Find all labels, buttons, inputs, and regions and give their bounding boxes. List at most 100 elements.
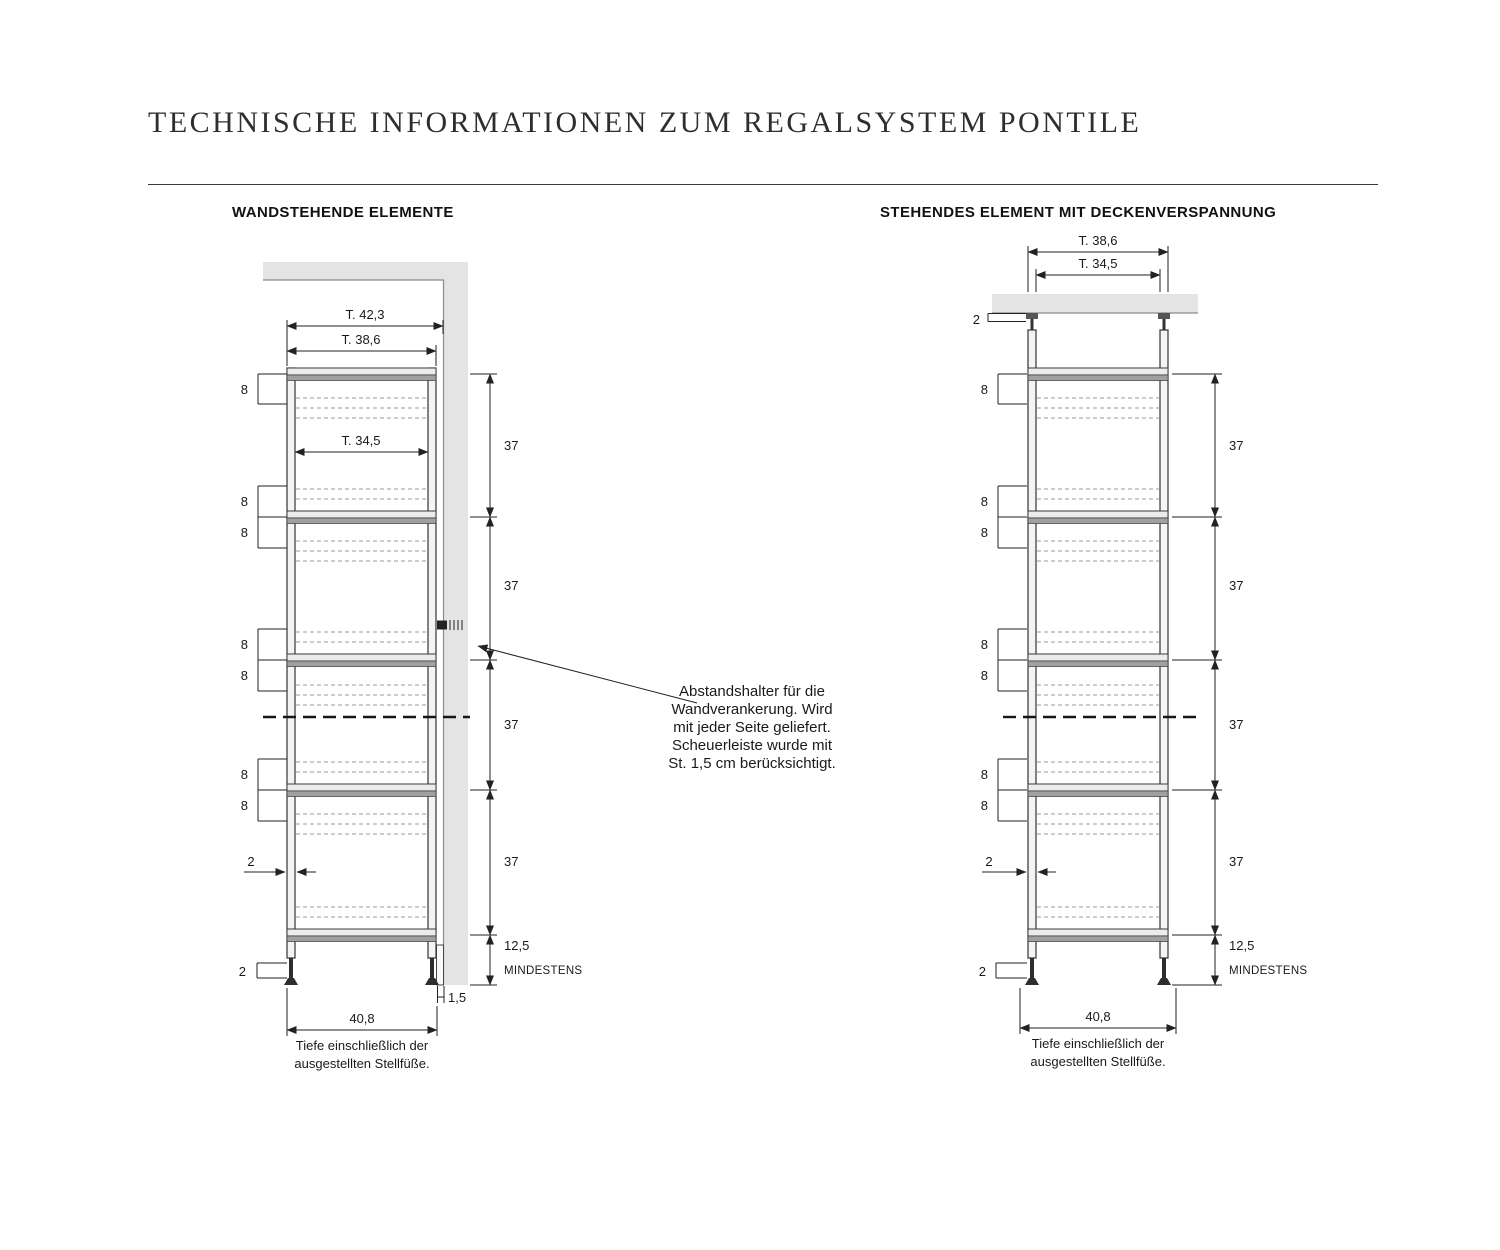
dim-label-t345: T. 34,5 xyxy=(1078,256,1117,271)
dim-depth-345: T. 34,5 xyxy=(294,433,429,456)
dim-label-8: 8 xyxy=(241,668,248,683)
dim-37-chain: 37 37 37 37 12,5 MINDESTENS xyxy=(1172,373,1307,986)
dim-label-408: 40,8 xyxy=(1085,1009,1110,1024)
dim-depth-345: T. 34,5 xyxy=(1035,256,1161,292)
caption-line-1: Tiefe einschließlich der xyxy=(1032,1036,1165,1051)
dim-label-125: 12,5 xyxy=(504,938,529,953)
dim-overall-depth: 40,8 Tiefe einschließlich der ausgestell… xyxy=(286,988,438,1071)
shelf xyxy=(286,653,437,667)
dim-label-2: 2 xyxy=(247,854,254,869)
annotation-line-5: St. 1,5 cm berücksichtigt. xyxy=(668,755,836,772)
ceiling-band xyxy=(992,294,1198,313)
adjustable-foot xyxy=(1025,958,1039,985)
hole-lines xyxy=(295,540,428,562)
hole-lines xyxy=(1036,488,1160,500)
ceiling-section xyxy=(992,294,1198,314)
hole-lines xyxy=(295,631,428,643)
dim-label-8: 8 xyxy=(981,798,988,813)
dim-label-mindestens: MINDESTENS xyxy=(504,965,582,977)
shelf xyxy=(1027,367,1169,381)
adjustable-foot xyxy=(284,958,298,985)
dim-foot-height: 2 xyxy=(239,962,287,979)
dim-label-15: 1,5 xyxy=(448,990,466,1005)
dim-label-8: 8 xyxy=(241,798,248,813)
right-diagram: T. 38,6 T. 34,5 2 xyxy=(973,233,1307,1069)
annotation-line-4: Scheuerleiste wurde mit xyxy=(672,737,833,754)
dim-foot-height: 2 xyxy=(979,962,1027,979)
annotation-line-2: Wandverankerung. Wird xyxy=(671,701,832,718)
wall-inner-face xyxy=(263,279,445,985)
dim-skirting: 1,5 xyxy=(437,986,466,1005)
dim-label-408: 40,8 xyxy=(349,1011,374,1026)
wall-band xyxy=(444,262,468,985)
dim-label-8: 8 xyxy=(241,525,248,540)
dim-label-8: 8 xyxy=(981,382,988,397)
hole-lines xyxy=(1036,631,1160,643)
dim-label-37: 37 xyxy=(504,578,518,593)
dim-label-t386: T. 38,6 xyxy=(1078,233,1117,248)
dim-label-37: 37 xyxy=(504,717,518,732)
dim-label-8: 8 xyxy=(241,494,248,509)
ceiling-brace xyxy=(1026,313,1038,319)
post-left xyxy=(1027,329,1037,959)
dim-label-mindestens: MINDESTENS xyxy=(1229,965,1307,977)
shelf xyxy=(1027,653,1169,667)
shelf xyxy=(286,510,437,524)
dim-label-2: 2 xyxy=(973,312,980,327)
hole-lines xyxy=(1036,397,1160,419)
hole-lines xyxy=(295,488,428,500)
annotation-line-3: mit jeder Seite geliefert. xyxy=(673,719,831,736)
hole-lines xyxy=(295,906,428,918)
ceiling-band xyxy=(263,262,468,280)
caption-line-1: Tiefe einschließlich der xyxy=(296,1038,429,1053)
annotation-callout: Abstandshalter für die Wandverankerung. … xyxy=(477,644,836,772)
caption-line-2: ausgestellten Stellfüße. xyxy=(294,1056,429,1071)
dim-label-2: 2 xyxy=(979,964,986,979)
dim-37-chain: 37 37 37 37 12,5 MINDESTENS xyxy=(470,373,582,986)
dim-label-8: 8 xyxy=(981,525,988,540)
dim-post-thickness: 2 xyxy=(244,854,316,876)
dim-depth-386: T. 38,6 xyxy=(1027,233,1169,292)
dim-label-37: 37 xyxy=(1229,438,1243,453)
hole-lines xyxy=(1036,761,1160,773)
caption-line-2: ausgestellten Stellfüße. xyxy=(1030,1054,1165,1069)
page-title: TECHNISCHE INFORMATIONEN ZUM REGALSYSTEM… xyxy=(148,106,1142,139)
post-right xyxy=(1159,329,1169,959)
dim-label-37: 37 xyxy=(1229,717,1243,732)
dim-label-37: 37 xyxy=(1229,854,1243,869)
dim-post-thickness: 2 xyxy=(982,854,1056,876)
dim-label-2: 2 xyxy=(239,964,246,979)
dim-label-37: 37 xyxy=(504,854,518,869)
dim-8-brackets: 8 8 8 8 8 8 8 xyxy=(981,373,1027,822)
dim-label-37: 37 xyxy=(1229,578,1243,593)
hole-lines xyxy=(295,397,428,419)
wall-section xyxy=(263,262,468,986)
left-diagram-heading: WANDSTEHENDE ELEMENTE xyxy=(232,204,454,221)
hole-lines xyxy=(1036,813,1160,835)
left-diagram: T. 42,3 T. 38,6 T. 34,5 8 8 8 8 8 8 8 xyxy=(239,262,836,1071)
dim-label-8: 8 xyxy=(981,668,988,683)
dim-depth-386: T. 38,6 xyxy=(286,332,437,366)
hole-lines xyxy=(1036,906,1160,918)
shelf xyxy=(1027,928,1169,942)
ceiling-brace xyxy=(1158,313,1170,319)
wall-anchor-spacer xyxy=(437,620,463,630)
skirting-board xyxy=(436,944,444,986)
dim-label-t386: T. 38,6 xyxy=(341,332,380,347)
title-divider xyxy=(148,184,1378,185)
shelf xyxy=(286,783,437,797)
dim-label-8: 8 xyxy=(241,637,248,652)
shelf xyxy=(286,367,437,381)
annotation-line-1: Abstandshalter für die xyxy=(679,683,825,700)
dim-top-plate: 2 xyxy=(973,312,1026,327)
right-diagram-heading: STEHENDES ELEMENT MIT DECKENVERSPANNUNG xyxy=(880,204,1277,221)
dim-label-37: 37 xyxy=(504,438,518,453)
dim-label-8: 8 xyxy=(981,494,988,509)
dim-label-2: 2 xyxy=(985,854,992,869)
dim-overall-depth: 40,8 Tiefe einschließlich der ausgestell… xyxy=(1019,988,1177,1069)
dim-depth-423: T. 42,3 xyxy=(286,307,444,366)
hole-lines xyxy=(295,761,428,773)
hole-lines xyxy=(295,813,428,835)
